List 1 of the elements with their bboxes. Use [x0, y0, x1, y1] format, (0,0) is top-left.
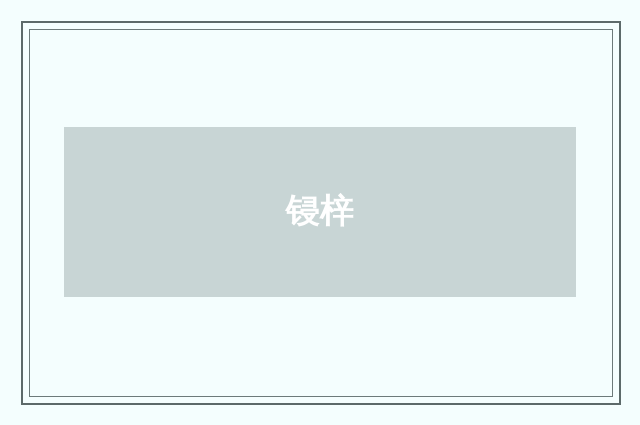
title-banner	[64, 127, 576, 297]
